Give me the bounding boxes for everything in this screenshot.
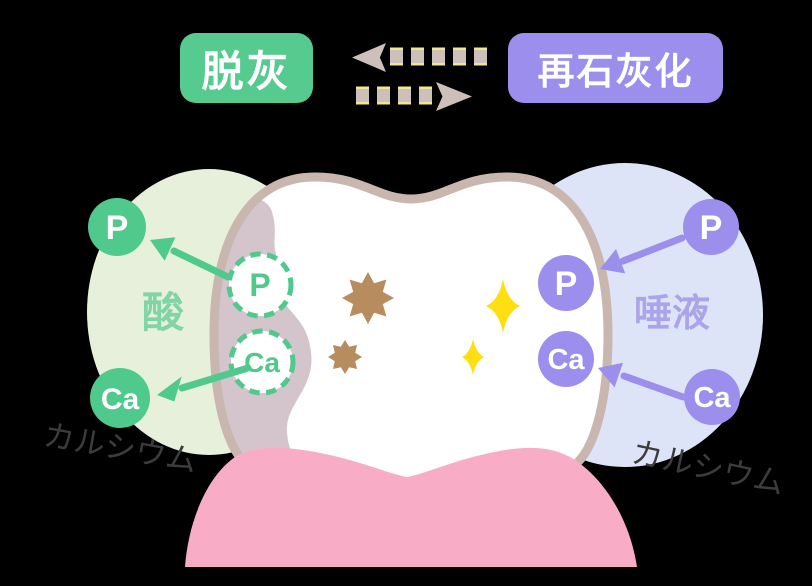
ion-symbol: P <box>106 209 129 247</box>
saliva-ion-phosphorus: P <box>683 199 739 255</box>
demineralization-label: 脱灰 <box>201 47 292 95</box>
remineralization-arrow-phosphorus-icon <box>600 234 686 274</box>
ion-circle <box>88 198 146 256</box>
deposited-ion-calcium: Ca <box>538 331 594 387</box>
demineralization-arrow-calcium-icon <box>157 364 252 402</box>
ion-circle <box>538 331 594 387</box>
demineralization-arrow-phosphorus-icon <box>150 237 232 281</box>
ion-symbol: P <box>555 265 578 303</box>
saliva-ion-calcium: Ca <box>684 369 740 425</box>
arrow-dash <box>432 50 445 63</box>
ion-symbol: Ca <box>693 382 731 414</box>
arrow-dash <box>356 89 369 102</box>
arrow-dash <box>453 50 466 63</box>
dashed-ion-circle <box>228 328 296 396</box>
ion-symbol: Ca <box>547 344 585 376</box>
remineralization-arrow-calcium-icon <box>598 362 687 401</box>
saliva-label: 唾液 <box>634 293 710 335</box>
demineralization-label-box: 脱灰 <box>180 33 313 103</box>
released-ion-calcium: Ca <box>90 368 150 428</box>
deposited-ion-phosphorus: P <box>538 255 594 311</box>
arrow-dash <box>411 50 424 63</box>
gum <box>185 447 637 567</box>
arrow-dash <box>390 50 403 63</box>
plaque-burst-icon <box>342 272 394 324</box>
dashed-ion-circle <box>226 251 294 319</box>
right-mineral-caption: カルシウム <box>629 435 788 501</box>
arrow-dash <box>398 89 411 102</box>
ion-circle <box>90 368 150 428</box>
arrow-dash <box>377 89 390 102</box>
acid-label: 酸 <box>142 289 185 336</box>
sparkle-icon <box>486 279 520 333</box>
sparkle-icon <box>462 339 484 375</box>
ion-symbol: P <box>249 267 270 303</box>
ion-symbol: Ca <box>101 383 140 416</box>
plaque-burst-icon <box>328 340 362 374</box>
ion-symbol: Ca <box>244 347 280 378</box>
ion-circle <box>538 255 594 311</box>
arrow-dash <box>474 50 487 63</box>
released-ion-phosphorus: P <box>88 198 146 256</box>
ion-circle <box>684 369 740 425</box>
arrow-dash <box>419 89 432 102</box>
remineralization-label: 再石灰化 <box>537 51 694 92</box>
remineralization-label-box: 再石灰化 <box>508 33 723 103</box>
ion-symbol: P <box>700 209 723 247</box>
ion-circle <box>683 199 739 255</box>
surface-ion-phosphorus: P <box>226 251 294 319</box>
surface-ion-calcium: Ca <box>228 328 296 396</box>
